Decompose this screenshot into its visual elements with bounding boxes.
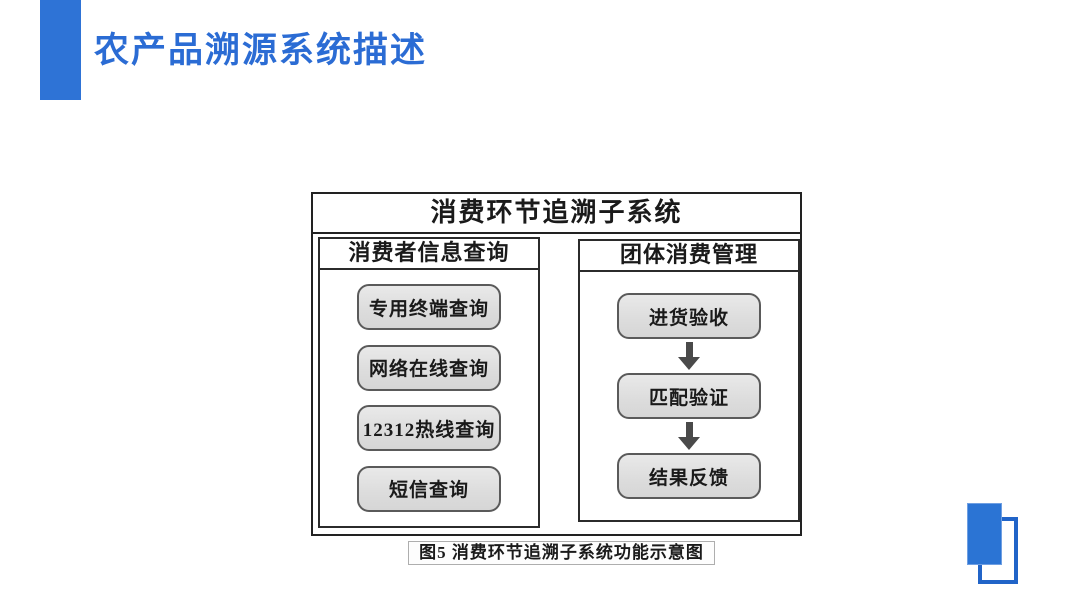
- down-arrow-icon: [678, 342, 700, 370]
- flow-node-receipt: 进货验收: [617, 293, 761, 339]
- arrow-head: [678, 357, 700, 370]
- consumer-query-panel-header: 消费者信息查询: [320, 239, 538, 270]
- diagram-title: 消费环节追溯子系统: [313, 194, 800, 234]
- query-node-online: 网络在线查询: [357, 344, 501, 391]
- arrow-shaft: [685, 422, 693, 437]
- group-consumption-panel-body: 进货验收 匹配验证 结果反馈: [580, 272, 798, 520]
- consumer-query-panel-body: 专用终端查询 网络在线查询 12312热线查询 短信查询: [320, 270, 538, 526]
- down-arrow-icon: [678, 422, 700, 450]
- title-accent-bar: [40, 0, 81, 100]
- query-node-hotline: 12312热线查询: [357, 405, 501, 452]
- query-node-sms: 短信查询: [357, 465, 501, 512]
- group-consumption-panel: 团体消费管理 进货验收 匹配验证 结果反馈: [578, 239, 800, 522]
- query-node-terminal: 专用终端查询: [357, 284, 501, 331]
- flow-node-feedback: 结果反馈: [617, 453, 761, 499]
- slide-title: 农产品溯源系统描述: [94, 31, 428, 70]
- diagram-panels: 消费者信息查询 专用终端查询 网络在线查询 12312热线查询 短信查询 团体消…: [313, 234, 800, 534]
- figure-caption: 图5 消费环节追溯子系统功能示意图: [408, 541, 715, 565]
- arrow-head: [678, 437, 700, 450]
- logo-filled-rect-icon: [967, 503, 1002, 565]
- subsystem-diagram: 消费环节追溯子系统 消费者信息查询 专用终端查询 网络在线查询 12312热线查…: [311, 192, 802, 536]
- flow-node-verify: 匹配验证: [617, 373, 761, 419]
- group-consumption-panel-header: 团体消费管理: [580, 241, 798, 272]
- arrow-shaft: [685, 342, 693, 357]
- logo: [967, 503, 1019, 585]
- consumer-query-panel: 消费者信息查询 专用终端查询 网络在线查询 12312热线查询 短信查询: [318, 237, 540, 528]
